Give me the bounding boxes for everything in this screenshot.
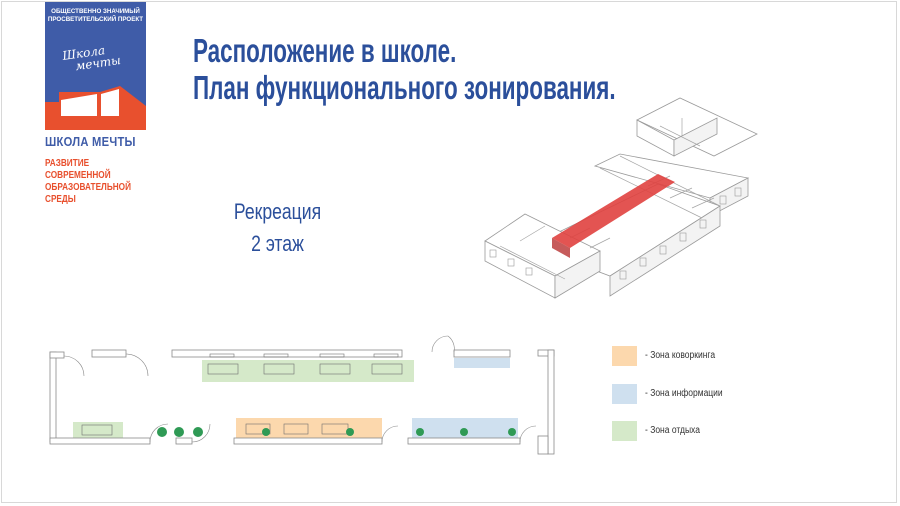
house-icon — [45, 86, 146, 130]
plant-icon — [193, 427, 203, 437]
logo-subtitle-line-1: РАЗВИТИЕ СОВРЕМЕННОЙ — [45, 158, 111, 181]
legend-item-info: - Зона информации — [612, 384, 812, 404]
legend-item-coworking: - Зона коворкинга — [612, 346, 812, 366]
location-label: Рекреация 2 этаж — [220, 196, 336, 260]
plant-icons — [157, 427, 516, 437]
logo-badge: ОБЩЕСТВЕННО ЗНАЧИМЫЙ ПРОСВЕТИТЕЛЬСКИЙ ПР… — [45, 2, 146, 130]
logo-name: ШКОЛА МЕЧТЫ — [45, 134, 136, 149]
plant-icon — [416, 428, 424, 436]
isometric-building-plan — [484, 97, 758, 299]
rest-zone-top — [202, 360, 414, 382]
rest-zone-left — [73, 422, 123, 440]
page-title-line-1: Расположение в школе. — [193, 32, 457, 69]
legend-item-rest: - Зона отдыха — [612, 421, 812, 441]
legend-swatch-rest — [612, 421, 637, 441]
logo-subtitle-line-2: ОБРАЗОВАТЕЛЬНОЙ СРЕДЫ — [45, 182, 132, 205]
plant-icon — [174, 427, 184, 437]
plan-furniture — [81, 353, 403, 436]
page-title: Расположение в школе. План функционально… — [193, 32, 616, 106]
page-title-line-2: План функционального зонирования. — [193, 69, 616, 106]
info-zone-top — [454, 358, 510, 368]
iso-walls — [484, 97, 758, 299]
plan-doors — [63, 335, 537, 443]
logo-tagline-line-1: ОБЩЕСТВЕННО ЗНАЧИМЫЙ — [51, 8, 140, 15]
legend-label-info: - Зона информации — [645, 388, 723, 399]
location-floor: 2 этаж — [251, 231, 304, 256]
logo-tagline: ОБЩЕСТВЕННО ЗНАЧИМЫЙ ПРОСВЕТИТЕЛЬСКИЙ ПР… — [45, 8, 146, 24]
plant-icon — [157, 427, 167, 437]
legend-label-coworking: - Зона коворкинга — [645, 350, 716, 361]
plant-icon — [508, 428, 516, 436]
iso-windows — [489, 187, 742, 280]
location-area: Рекреация — [233, 199, 322, 224]
school-of-dreams-logo: ОБЩЕСТВЕННО ЗНАЧИМЫЙ ПРОСВЕТИТЕЛЬСКИЙ ПР… — [45, 2, 146, 205]
plant-icon — [262, 428, 270, 436]
plant-icon — [346, 428, 354, 436]
plant-icon — [460, 428, 468, 436]
coworking-zone — [236, 418, 382, 440]
floor-plan — [49, 335, 555, 455]
highlighted-recreation-side — [552, 238, 570, 258]
legend-label-rest: - Зона отдыха — [645, 425, 700, 436]
highlighted-recreation — [552, 174, 675, 248]
legend-swatch-coworking — [612, 346, 637, 366]
logo-subtitle: РАЗВИТИЕ СОВРЕМЕННОЙ ОБРАЗОВАТЕЛЬНОЙ СРЕ… — [45, 158, 144, 206]
logo-tagline-line-2: ПРОСВЕТИТЕЛЬСКИЙ ПРОЕКТ — [47, 16, 144, 23]
legend-swatch-info — [612, 384, 637, 404]
logo-script-text: Школа мечты — [61, 42, 121, 74]
